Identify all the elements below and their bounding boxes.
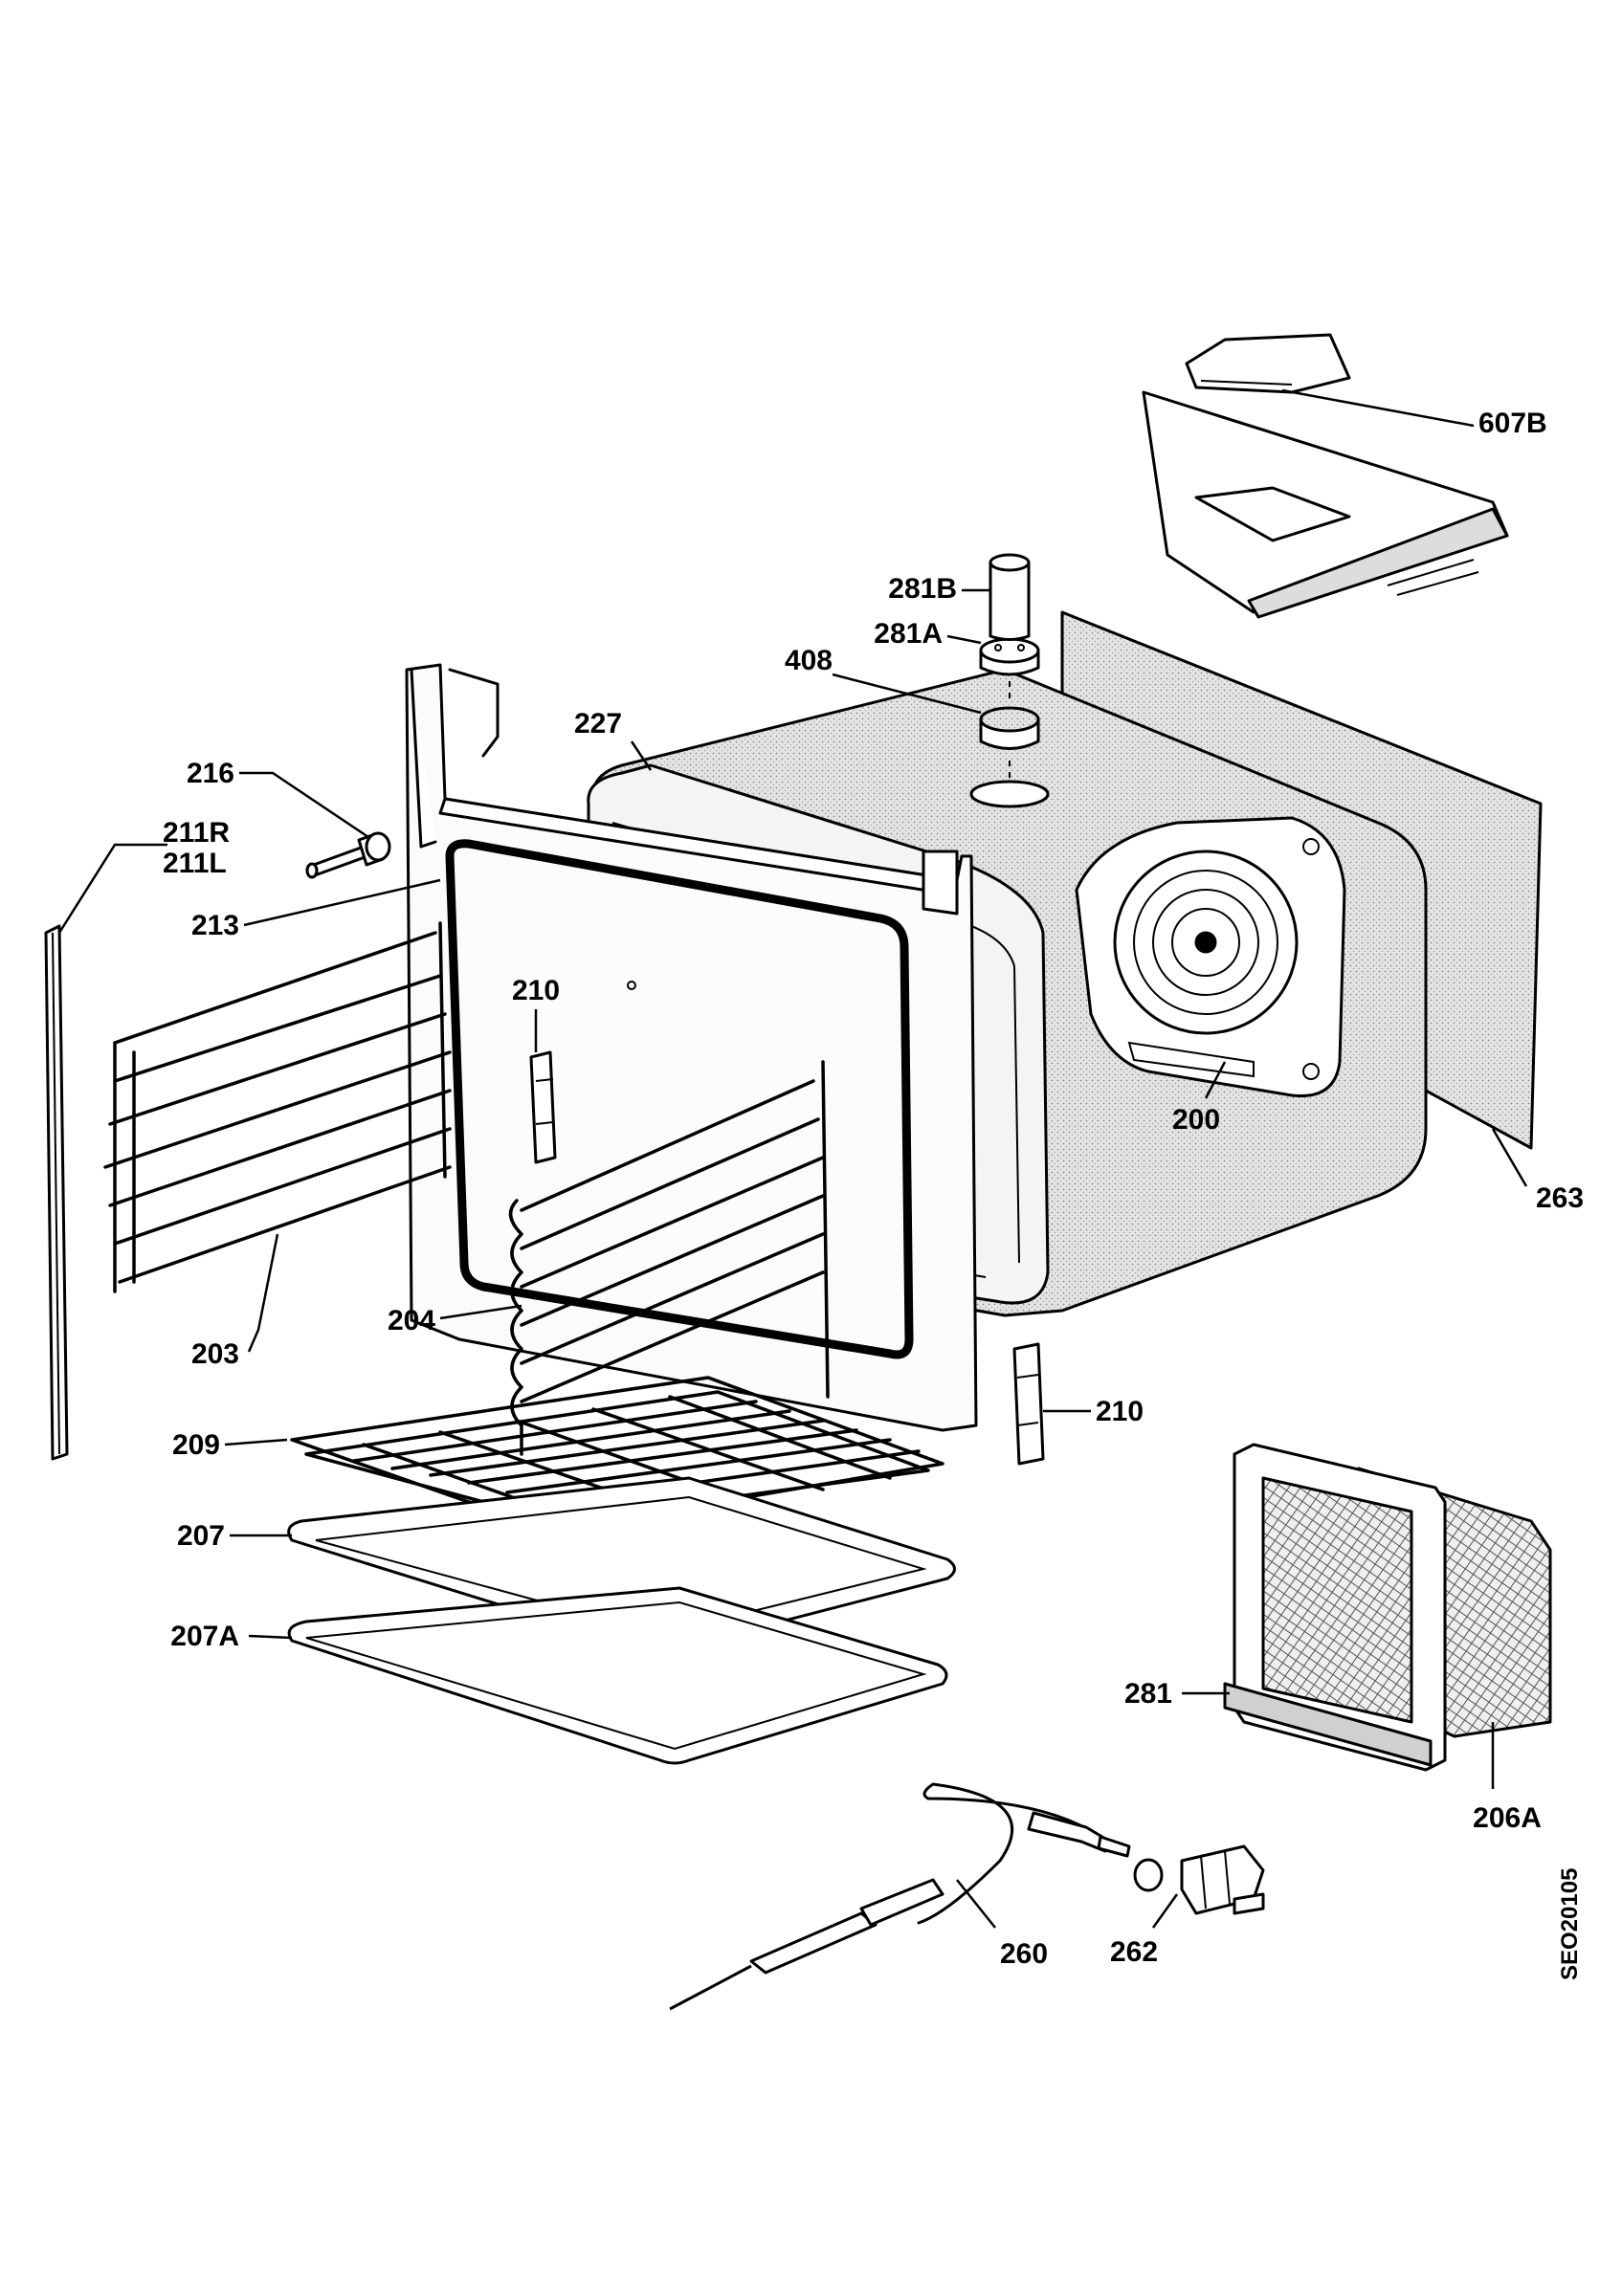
filter-frame-281 xyxy=(1223,1443,1447,1772)
meat-probe-260 xyxy=(669,1782,1131,2011)
wire-shelf-209 xyxy=(290,1376,944,1533)
top-cover-607B xyxy=(1142,333,1509,619)
probe-socket-262 xyxy=(1133,1844,1265,1915)
label-607B: 607B xyxy=(1478,408,1547,439)
side-rack-203 xyxy=(103,921,452,1293)
flat-tray-207A xyxy=(287,1586,948,1765)
label-262: 262 xyxy=(1110,1936,1158,1968)
vent-tube-281B xyxy=(989,553,1031,641)
label-207A: 207A xyxy=(170,1621,239,1652)
vent-ring-408 xyxy=(979,706,1040,750)
label-209: 209 xyxy=(172,1429,220,1461)
label-227: 227 xyxy=(574,708,622,740)
label-260: 260 xyxy=(1000,1938,1048,1970)
label-200: 200 xyxy=(1172,1104,1220,1136)
label-281: 281 xyxy=(1124,1678,1172,1710)
label-207: 207 xyxy=(177,1520,225,1552)
label-203: 203 xyxy=(191,1338,239,1370)
label-210-lower: 210 xyxy=(1096,1396,1144,1427)
hinge-210-lower xyxy=(1012,1342,1045,1466)
screw-216 xyxy=(305,831,391,879)
label-281A: 281A xyxy=(874,618,943,650)
hinge-210-upper xyxy=(529,1050,557,1164)
label-408: 408 xyxy=(785,645,833,676)
label-211L: 211L xyxy=(163,848,227,879)
label-210-upper: 210 xyxy=(512,975,560,1006)
label-211R: 211R xyxy=(163,817,230,849)
leader-lines xyxy=(57,388,1528,1929)
vent-nut-281A xyxy=(979,637,1040,676)
front-frame-213 xyxy=(405,663,978,1432)
part-labels: 607B 281B 281A 408 227 216 211R 211L 213… xyxy=(163,408,1584,1980)
door-seal-strip-211 xyxy=(44,924,69,1461)
label-263: 263 xyxy=(1536,1182,1584,1214)
label-281B: 281B xyxy=(888,573,957,605)
side-rack-204 xyxy=(508,1060,830,1456)
fan-cover-200 xyxy=(1075,816,1346,1098)
label-216: 216 xyxy=(187,758,234,789)
drawing-code: SEO20105 xyxy=(1557,1868,1583,1980)
label-204: 204 xyxy=(388,1305,435,1336)
label-206A: 206A xyxy=(1473,1802,1542,1834)
label-213: 213 xyxy=(191,910,239,941)
